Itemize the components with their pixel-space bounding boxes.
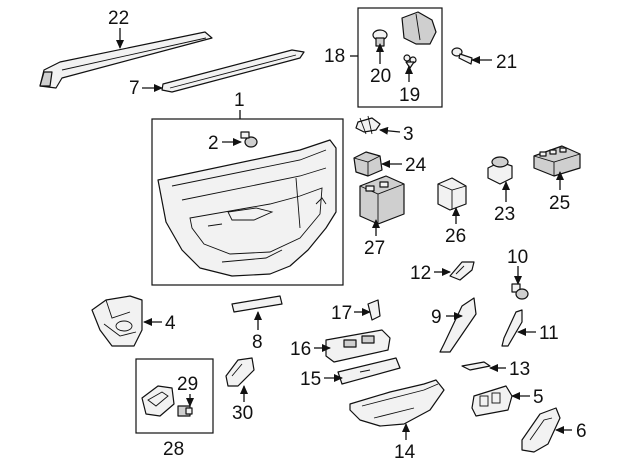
part-21-screw	[451, 47, 473, 65]
callout-2: 2	[208, 133, 219, 154]
mirror-cover-kit-box	[357, 7, 443, 108]
callout-23: 23	[494, 204, 515, 225]
part-26-switch	[437, 177, 467, 211]
callout-19: 19	[399, 85, 420, 106]
part-14-armrest	[349, 379, 445, 427]
callout-27: 27	[364, 238, 385, 259]
callout-15: 15	[300, 369, 321, 390]
callout-24: 24	[405, 155, 427, 176]
part-29-lamp	[177, 405, 193, 417]
part-4-bracket	[91, 295, 143, 347]
callout-28: 28	[163, 439, 184, 460]
part-17-bracket	[367, 299, 381, 321]
callout-25: 25	[549, 193, 570, 214]
part-18-mirror-cover	[401, 11, 437, 45]
part-30-handle-bezel	[225, 357, 255, 387]
leader-lines	[116, 28, 572, 440]
callout-18: 18	[324, 46, 345, 67]
callout-4: 4	[165, 313, 176, 334]
part-10-screw	[511, 283, 529, 300]
callout-9: 9	[431, 307, 442, 328]
callout-20: 20	[370, 66, 391, 87]
callout-30: 30	[232, 403, 253, 424]
part-12-plug	[449, 261, 475, 281]
part-2-retainer	[240, 131, 258, 148]
callout-12: 12	[410, 263, 431, 284]
door-panel-box	[151, 118, 344, 286]
part-20-retainer	[372, 29, 388, 47]
handle-assembly-box	[135, 358, 214, 434]
callout-6: 6	[576, 421, 587, 442]
callout-11: 11	[539, 323, 559, 344]
callout-7: 7	[129, 78, 140, 99]
part-5-switch-bezel	[471, 385, 513, 417]
part-13-clip	[461, 361, 491, 371]
callout-17: 17	[331, 303, 352, 324]
part-16-switch-panel	[325, 329, 391, 363]
part-9-trim-strip	[439, 297, 477, 353]
callout-10: 10	[507, 247, 528, 268]
part-24-switch	[353, 151, 383, 177]
callout-3: 3	[403, 124, 414, 145]
part-28-handle	[141, 385, 175, 417]
part-7-weatherstrip	[161, 49, 305, 93]
callout-14: 14	[394, 442, 416, 463]
part-15-handle-bracket	[337, 357, 401, 385]
callout-13: 13	[509, 359, 530, 380]
part-1-door-panel	[157, 139, 337, 277]
part-3-clip	[355, 115, 381, 135]
part-11-trim-strip	[501, 309, 523, 347]
part-8-reflector	[231, 295, 283, 313]
callout-26: 26	[445, 226, 466, 247]
callout-29: 29	[177, 374, 198, 395]
part-6-trim-cover	[521, 407, 561, 453]
callout-21: 21	[496, 52, 517, 73]
callout-16: 16	[290, 339, 311, 360]
part-22-belt-molding	[39, 31, 213, 89]
callout-labels: 22 7 1 2 18 20 19 21 3 24 27 26 23 25 12…	[108, 8, 587, 463]
callout-1: 1	[234, 90, 245, 111]
part-25-window-switch	[533, 145, 581, 177]
part-27-window-switch	[359, 175, 405, 225]
callout-5: 5	[533, 387, 544, 408]
part-19-clip	[403, 54, 417, 69]
callout-8: 8	[252, 332, 263, 353]
part-23-switch	[487, 156, 513, 185]
callout-22: 22	[108, 8, 129, 29]
